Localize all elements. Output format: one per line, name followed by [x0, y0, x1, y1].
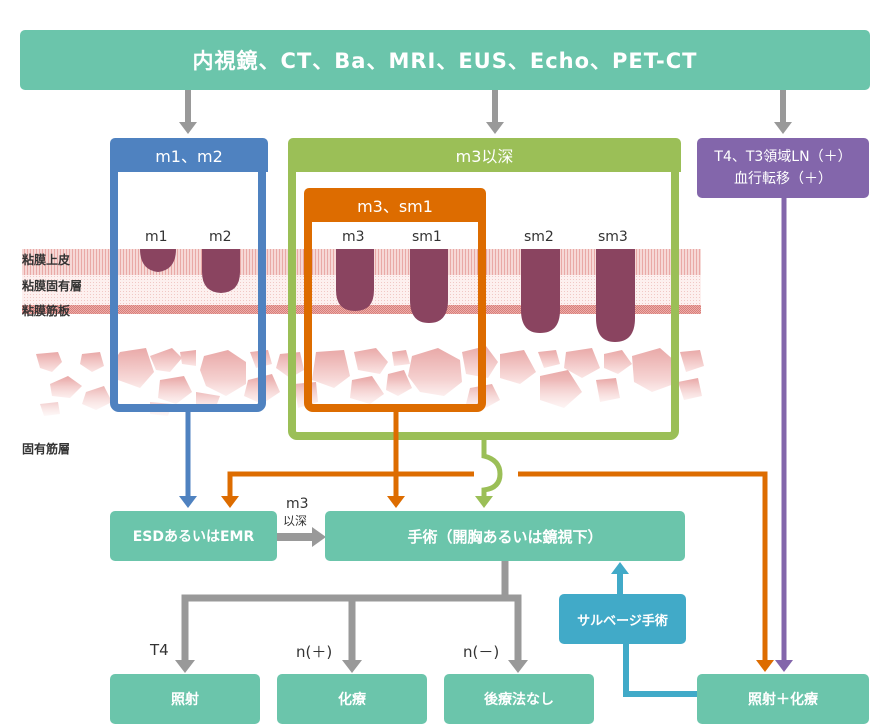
arrows-m3sm1 — [227, 412, 768, 662]
m1m2-title-bar: m1、m2 — [110, 138, 268, 172]
layer-label-muscularis-propria: 固有筋層 — [22, 442, 71, 456]
no-adjuvant-box: 後療法なし — [444, 674, 594, 724]
arrow-advanced-to-chemoradiation — [775, 198, 793, 672]
salvage-surgery-label: サルベージ手術 — [577, 613, 668, 629]
lesion-m3 — [336, 249, 374, 311]
arrow-label-deep: 以深 — [283, 514, 308, 528]
lesion-label-m1: m1 — [145, 229, 168, 245]
no-adjuvant-label: 後療法なし — [484, 692, 554, 708]
condition-n-positive: n(＋) — [296, 643, 333, 661]
lesion-label-m3: m3 — [342, 229, 365, 245]
m3sm1-title-bar: m3、sm1 — [304, 188, 486, 222]
lesions — [140, 249, 635, 342]
condition-n-negative: n(－) — [463, 643, 500, 661]
header-arrows — [179, 90, 792, 134]
advanced-stage-line1: T4、T3領域LN（＋） — [714, 149, 852, 165]
surgery-outcome-tree — [181, 560, 522, 662]
lesion-sm2 — [521, 249, 560, 333]
condition-t4: T4 — [150, 641, 169, 659]
m3deep-title-bar: m3以深 — [288, 138, 681, 172]
arrow-m1m2-to-esd — [179, 412, 197, 508]
m3deep-title: m3以深 — [455, 147, 514, 166]
lesion-sm1 — [410, 249, 448, 323]
chemo-box: 化療 — [277, 674, 427, 724]
layer-label-muscularis-mucosae: 粘膜筋板 — [22, 304, 71, 318]
layer-label-lamina-propria: 粘膜固有層 — [22, 279, 83, 293]
lesion-m2 — [202, 249, 240, 293]
chemoradiation-box: 照射＋化療 — [697, 674, 869, 724]
diagnostic-header: 内視鏡、CT、Ba、MRI、EUS、Echo、PET-CT — [20, 30, 870, 90]
lesion-sm3 — [596, 249, 635, 342]
chemo-label: 化療 — [338, 692, 366, 708]
m3sm1-title: m3、sm1 — [357, 197, 433, 216]
salvage-surgery-box: サルベージ手術 — [559, 594, 686, 644]
esd-emr-box: ESDあるいはEMR — [110, 511, 277, 561]
advanced-stage-box: T4、T3領域LN（＋） 血行転移（＋） — [697, 138, 869, 198]
lesion-m1 — [140, 249, 176, 272]
surgery-label: 手術（開胸あるいは鏡視下） — [407, 527, 603, 546]
radiation-label: 照射 — [171, 692, 199, 708]
lesion-label-m2: m2 — [209, 229, 232, 245]
m1m2-title: m1、m2 — [155, 147, 223, 166]
lesion-label-sm2: sm2 — [524, 229, 554, 245]
arrow-esd-to-surgery — [277, 527, 326, 547]
chemoradiation-label: 照射＋化療 — [748, 692, 818, 708]
surgery-box: 手術（開胸あるいは鏡視下） — [325, 511, 685, 561]
lesion-label-sm3: sm3 — [598, 229, 628, 245]
radiation-box: 照射 — [110, 674, 260, 724]
salvage-loop — [611, 562, 697, 697]
lesion-label-sm1: sm1 — [412, 229, 442, 245]
arrow-m3deep-to-surgery — [475, 438, 503, 508]
esd-emr-label: ESDあるいはEMR — [132, 529, 255, 545]
diagnostic-header-title: 内視鏡、CT、Ba、MRI、EUS、Echo、PET-CT — [192, 49, 698, 73]
advanced-stage-line2: 血行転移（＋） — [734, 171, 832, 187]
layer-label-epithelium: 粘膜上皮 — [22, 253, 71, 267]
arrow-label-m3: m3 — [286, 496, 309, 512]
